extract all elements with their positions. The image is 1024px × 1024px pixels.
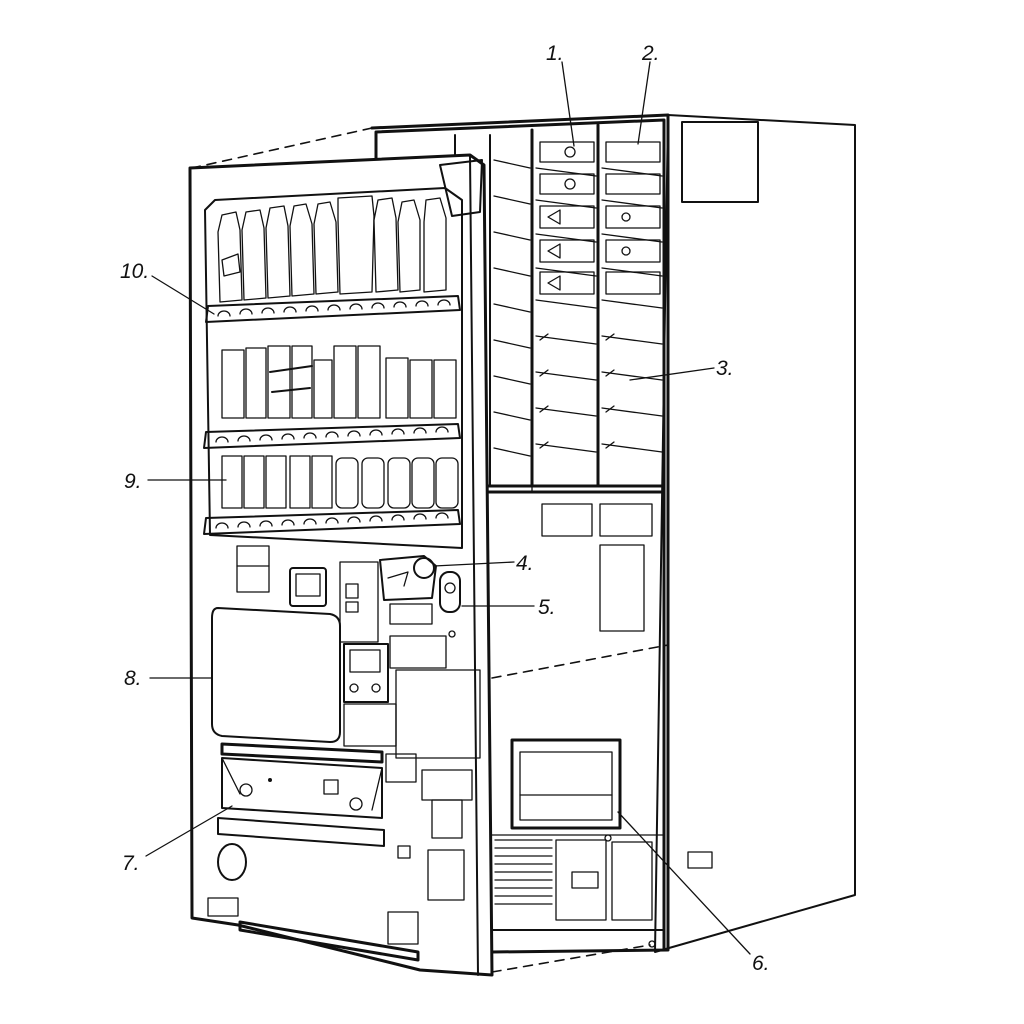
coin-slot-unit bbox=[379, 555, 437, 601]
key-lock bbox=[217, 843, 247, 881]
bill-acceptor bbox=[439, 571, 461, 613]
product-column-1 bbox=[535, 141, 597, 453]
dispense-tray bbox=[217, 742, 385, 847]
leader-lines bbox=[145, 61, 751, 955]
callout-1: 1. bbox=[546, 42, 564, 65]
side-vent bbox=[687, 851, 713, 869]
callout-10: 10. bbox=[120, 260, 149, 283]
callout-labels: 1. 2. 3. 4. 5. 6. 7. 8. 9. 10. bbox=[120, 42, 770, 975]
ad-panel bbox=[211, 607, 341, 743]
callout-7: 7. bbox=[122, 852, 140, 875]
sample-bottles-top bbox=[217, 195, 447, 303]
callout-8: 8. bbox=[124, 667, 142, 690]
callout-2: 2. bbox=[641, 42, 660, 65]
inner-rack bbox=[374, 118, 666, 494]
callout-4: 4. bbox=[516, 552, 534, 575]
control-panel bbox=[236, 545, 481, 759]
sample-cans-middle bbox=[221, 345, 457, 419]
product-column-2 bbox=[601, 141, 663, 453]
callout-5: 5. bbox=[538, 596, 556, 619]
lower-interior bbox=[491, 488, 666, 952]
cabinet-body bbox=[191, 113, 856, 973]
side-label-plate bbox=[681, 121, 759, 203]
vent-grill bbox=[494, 839, 553, 905]
callout-6: 6. bbox=[752, 952, 770, 975]
front-door bbox=[188, 153, 494, 977]
door-top-flap bbox=[439, 159, 483, 217]
coin-box bbox=[510, 738, 622, 830]
callout-9: 9. bbox=[124, 470, 142, 493]
button-shelf-1 bbox=[205, 295, 461, 323]
button-shelf-3 bbox=[203, 509, 461, 535]
callout-3: 3. bbox=[716, 357, 734, 380]
rack-shelves-left bbox=[493, 159, 531, 457]
sample-bottles-bottom bbox=[221, 455, 459, 509]
button-shelf-2 bbox=[203, 423, 461, 449]
